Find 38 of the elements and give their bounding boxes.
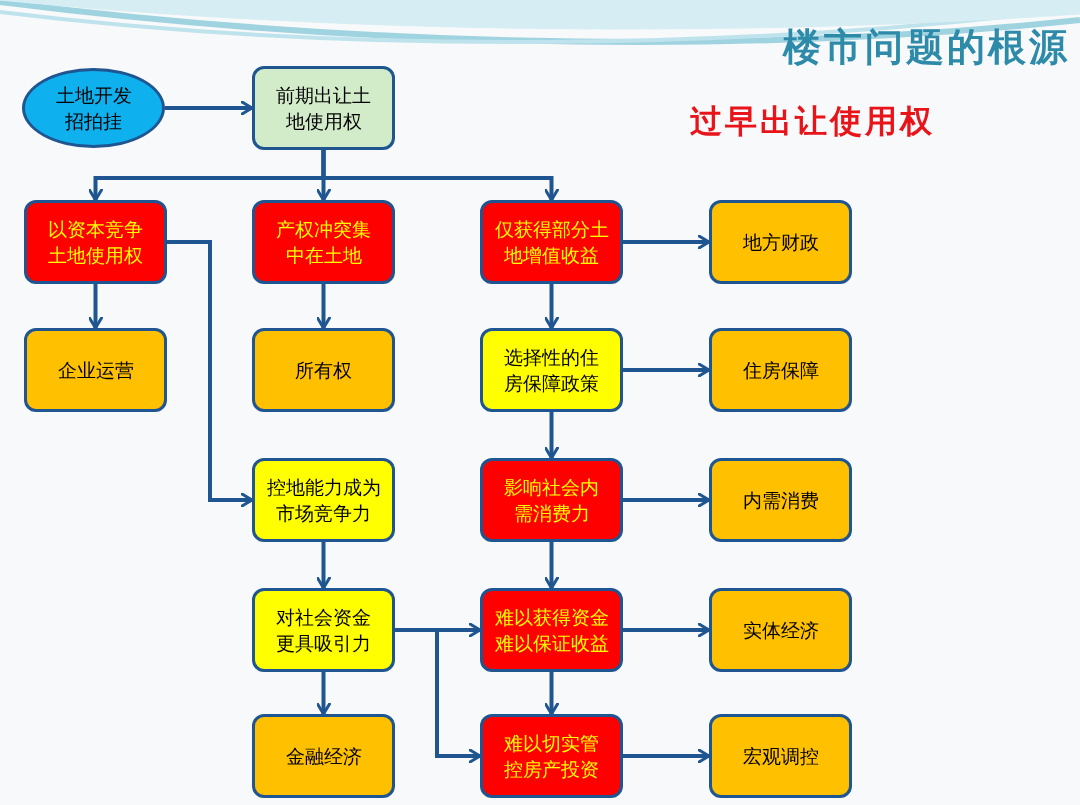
title: 楼市问题的根源 <box>783 24 1070 71</box>
process-box: 对社会资金更具吸引力 <box>252 588 395 672</box>
result-box: 地方财政 <box>709 200 852 284</box>
result-box: 企业运营 <box>24 328 167 412</box>
result-box: 住房保障 <box>709 328 852 412</box>
arrow <box>623 234 711 250</box>
process-box: 前期出让土地使用权 <box>252 66 395 150</box>
arrow <box>544 672 559 716</box>
arrow <box>544 542 559 590</box>
arrow <box>544 284 559 330</box>
result-box: 内需消费 <box>709 458 852 542</box>
arrow <box>623 362 711 378</box>
arrow <box>544 412 559 460</box>
result-box: 金融经济 <box>252 714 395 798</box>
arrow <box>623 622 711 638</box>
arrow <box>88 284 103 330</box>
process-box: 难以获得资金难以保证收益 <box>480 588 623 672</box>
process-box: 选择性的住房保障政策 <box>480 328 623 412</box>
arrow <box>167 240 254 508</box>
arrow <box>623 748 711 764</box>
arrow <box>623 492 711 508</box>
process-box: 控地能力成为市场竞争力 <box>252 458 395 542</box>
result-box: 实体经济 <box>709 588 852 672</box>
process-box: 产权冲突集中在土地 <box>252 200 395 284</box>
process-box: 以资本竞争土地使用权 <box>24 200 167 284</box>
process-box: 影响社会内需消费力 <box>480 458 623 542</box>
arrow <box>316 672 331 716</box>
arrow <box>321 150 559 202</box>
process-box: 仅获得部分土地增值收益 <box>480 200 623 284</box>
arrow <box>165 100 254 116</box>
result-box: 所有权 <box>252 328 395 412</box>
subtitle: 过早出让使用权 <box>690 101 935 142</box>
start-oval: 土地开发招拍挂 <box>22 68 165 148</box>
process-box: 难以切实管控房产投资 <box>480 714 623 798</box>
arrow <box>316 542 331 590</box>
arrow <box>316 284 331 330</box>
result-box: 宏观调控 <box>709 714 852 798</box>
arrow <box>395 628 482 764</box>
